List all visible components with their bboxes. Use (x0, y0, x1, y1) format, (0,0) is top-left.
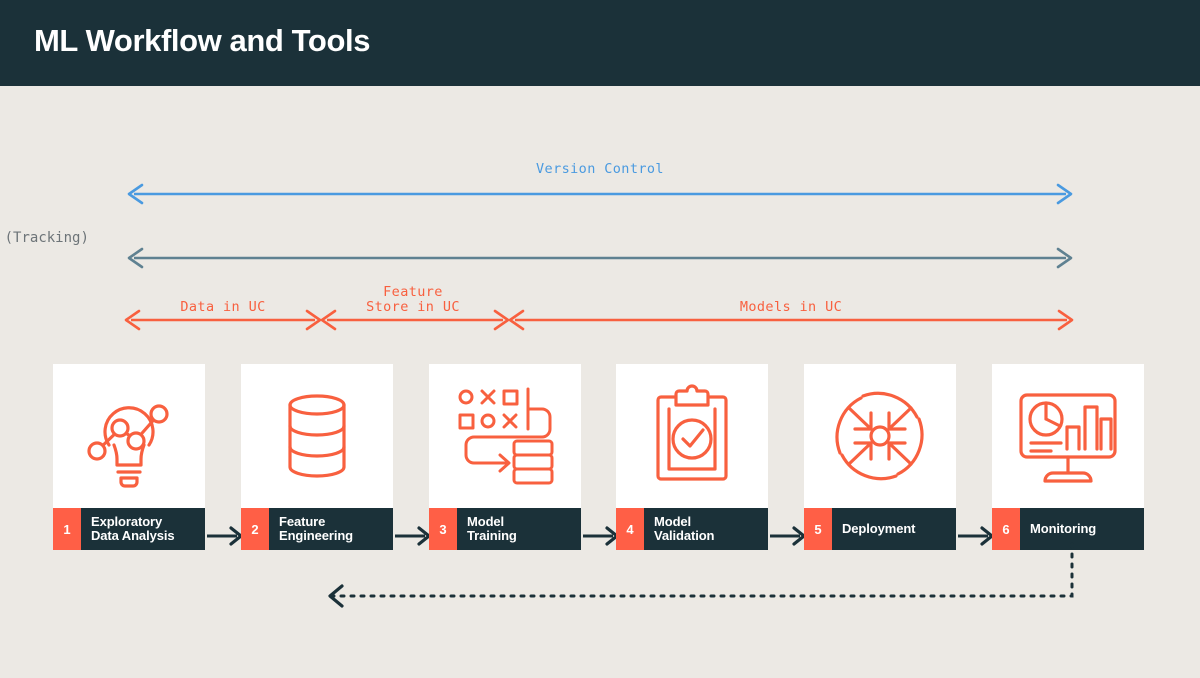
step-card-1[interactable]: 1 Exploratory Data Analysis (53, 364, 205, 550)
span-uc-arrows (124, 309, 1074, 331)
step-6-number: 6 (992, 508, 1020, 550)
step-card-6[interactable]: 6 Monitoring (992, 364, 1144, 550)
step-2-number: 2 (241, 508, 269, 550)
step-4-icon-area (616, 364, 768, 508)
step-card-5[interactable]: 5 Deployment (804, 364, 956, 550)
step-2-label: Feature Engineering (279, 513, 354, 543)
page-header: ML Workflow and Tools (0, 0, 1200, 86)
monitor-dashboard-icon (1019, 393, 1117, 483)
step-6-icon-area (992, 364, 1144, 508)
lightbulb-chart-icon (87, 404, 169, 488)
step-5-number: 5 (804, 508, 832, 550)
step-6-label: Monitoring (1030, 520, 1097, 536)
step-2-icon-area (241, 364, 393, 508)
clipboard-check-icon (656, 384, 728, 481)
deploy-arrows-icon (835, 391, 924, 481)
span-version-control-label: Version Control (536, 161, 664, 177)
step-3-icon-area (429, 364, 581, 508)
step-3-footer: 3 Model Training (429, 508, 581, 550)
step-5-icon-area (804, 364, 956, 508)
diagram-canvas: Version Control mlflow™ (Tracking) Data … (0, 86, 1200, 678)
database-icon (288, 394, 346, 478)
step-connector-1-2 (207, 526, 243, 546)
step-6-footer: 6 Monitoring (992, 508, 1144, 550)
shapes-flow-list-icon (458, 387, 554, 485)
step-1-label: Exploratory Data Analysis (91, 513, 175, 543)
step-1-footer: 1 Exploratory Data Analysis (53, 508, 205, 550)
mlflow-tracking-label: (Tracking) (4, 230, 89, 246)
step-5-label: Deployment (842, 520, 916, 536)
step-card-2[interactable]: 2 Feature Engineering (241, 364, 393, 550)
step-4-number: 4 (616, 508, 644, 550)
span-feature-store-in-uc-label: Feature Store in UC (366, 284, 460, 315)
span-data-in-uc-label: Data in UC (180, 299, 266, 315)
step-1-number: 1 (53, 508, 81, 550)
span-version-control-arrow (127, 183, 1073, 205)
span-models-in-uc-label: Models in UC (739, 299, 843, 315)
step-3-label: Model Training (467, 513, 517, 543)
step-3-number: 3 (429, 508, 457, 550)
step-card-4[interactable]: 4 Model Validation (616, 364, 768, 550)
step-1-icon-area (53, 364, 205, 508)
monitoring-feedback-loop (328, 542, 1074, 608)
step-card-3[interactable]: 3 Model Training (429, 364, 581, 550)
step-2-footer: 2 Feature Engineering (241, 508, 393, 550)
step-5-footer: 5 Deployment (804, 508, 956, 550)
page-title: ML Workflow and Tools (34, 23, 371, 58)
span-mlflow-arrow (127, 247, 1073, 269)
step-4-label: Model Validation (654, 513, 715, 543)
step-4-footer: 4 Model Validation (616, 508, 768, 550)
